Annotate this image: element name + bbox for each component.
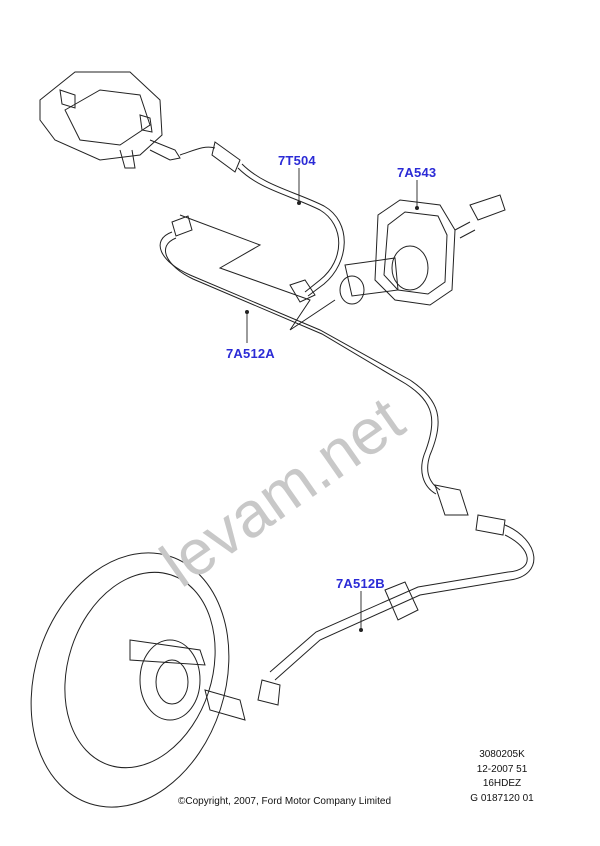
leader-dot — [415, 206, 419, 210]
reference-line: G 0187120 01 — [470, 792, 534, 804]
clutch-hose-lower — [257, 524, 535, 706]
leader-dot — [359, 628, 363, 632]
callout-7A543[interactable]: 7A543 — [397, 165, 437, 180]
fluid-reservoir — [39, 71, 181, 169]
copyright: ©Copyright, 2007, Ford Motor Company Lim… — [178, 796, 392, 807]
callout-7A512A[interactable]: 7A512A — [226, 346, 275, 361]
master-cylinder — [339, 194, 506, 306]
callout-7A512B[interactable]: 7A512B — [336, 576, 385, 591]
reference-line: 3080205K — [479, 749, 525, 760]
leader-dot — [297, 201, 301, 205]
callout-leaders — [246, 168, 418, 630]
pipe-bracket-outline — [179, 214, 336, 331]
clutch-pipe-upper — [159, 215, 506, 536]
callout-7T504[interactable]: 7T504 — [278, 153, 316, 168]
pressure-plate-slave-cylinder — [30, 552, 246, 808]
reference-line: 16HDEZ — [482, 778, 522, 789]
reservoir-hose — [179, 141, 345, 303]
reference-block: 3080205K 12-2007 51 16HDEZ G 0187120 01 — [452, 748, 552, 806]
reference-line: 12-2007 51 — [476, 763, 528, 775]
leader-dot — [245, 310, 249, 314]
